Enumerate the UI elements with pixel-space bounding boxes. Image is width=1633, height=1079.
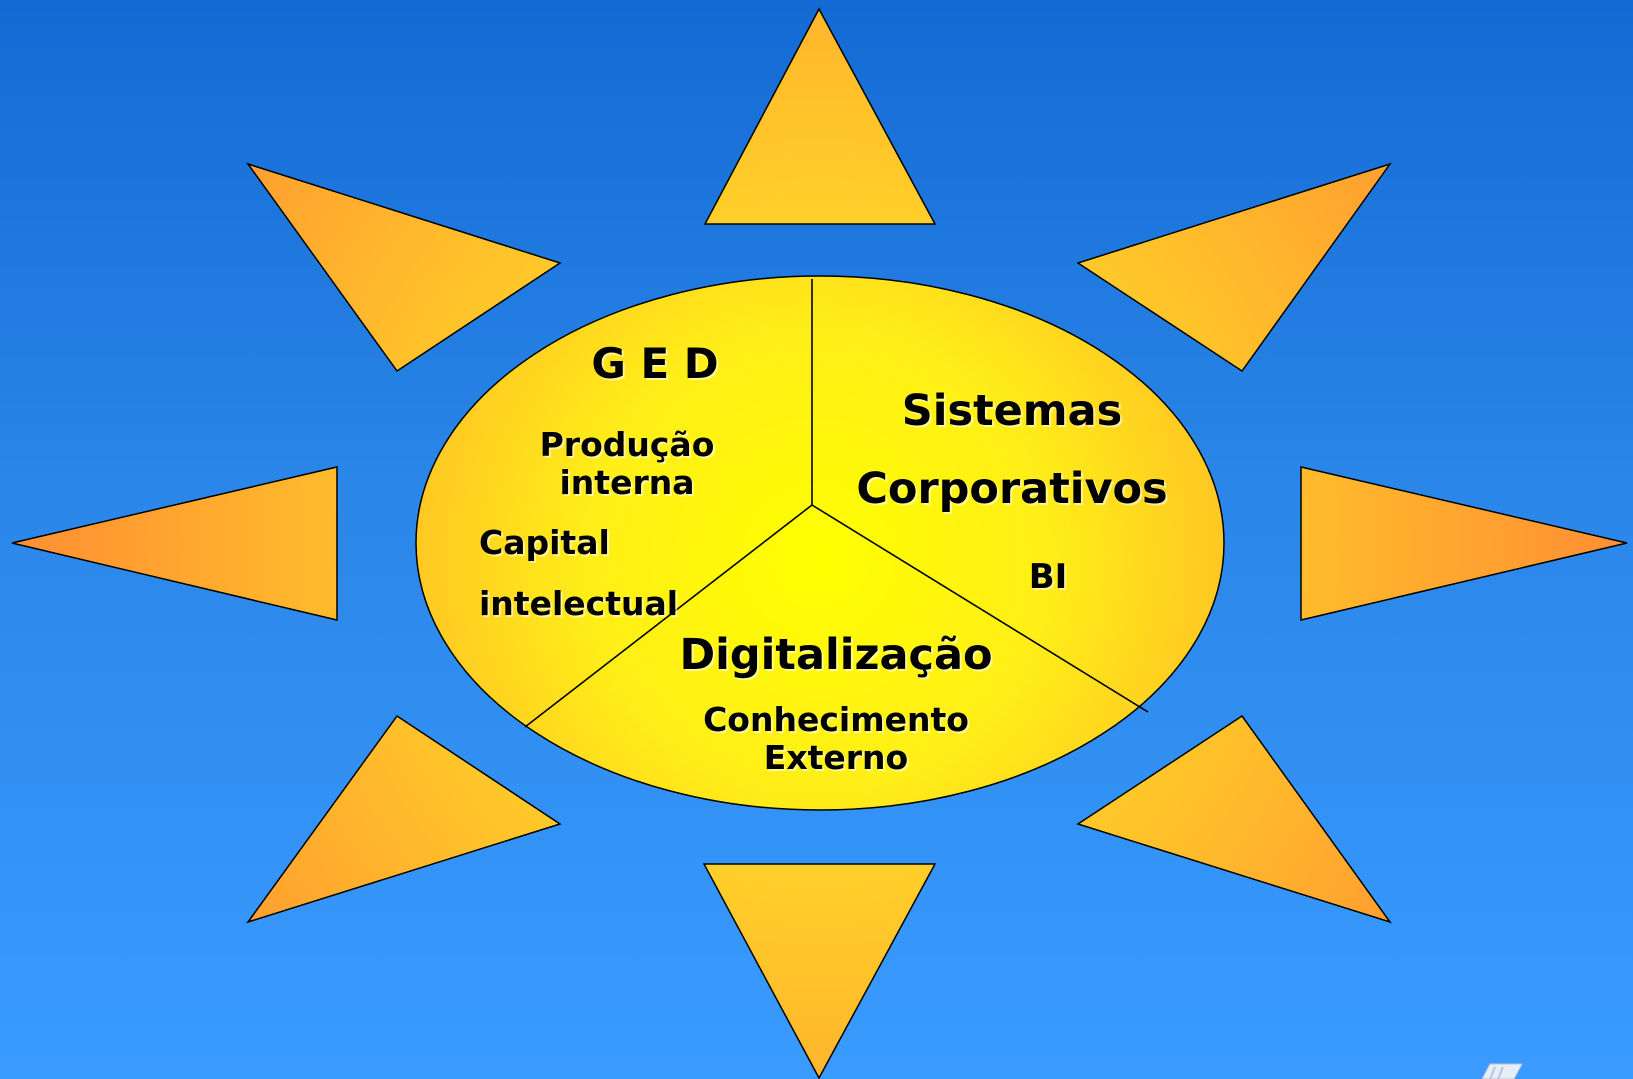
- ged-line-interna: interna: [560, 463, 695, 502]
- ray-bottom: [702, 863, 937, 1079]
- ray-top-left: [246, 162, 562, 373]
- ray-right: [1300, 466, 1628, 621]
- svg-text:intelectual: intelectual: [481, 586, 680, 625]
- page-corner-icon: [1481, 1063, 1523, 1079]
- svg-text:interna: interna: [562, 465, 697, 504]
- svg-text:BI: BI: [1031, 559, 1070, 599]
- conhecimento-line: Conhecimento: [703, 700, 969, 739]
- ged-title: G E D: [591, 339, 718, 388]
- ray-top: [703, 7, 937, 225]
- svg-text:Digitalização: Digitalização: [681, 632, 994, 682]
- svg-text:Capital: Capital: [481, 525, 612, 564]
- digitalizacao-title: Digitalização: [679, 630, 992, 680]
- svg-text:G E D: G E D: [593, 341, 720, 390]
- divider-left: [524, 504, 813, 728]
- sistemas-title: Sistemas: [902, 386, 1122, 436]
- svg-text:Conhecimento: Conhecimento: [705, 702, 971, 741]
- ray-left: [11, 466, 338, 621]
- ged-line-intelectual: intelectual: [479, 584, 678, 623]
- ray-top-right: [1076, 162, 1392, 373]
- ray-bottom-right: [1076, 714, 1392, 924]
- svg-text:Produção: Produção: [542, 427, 717, 466]
- ray-bottom-left: [246, 714, 562, 924]
- sun-rays: [11, 7, 1628, 1079]
- externo-line: Externo: [764, 738, 908, 777]
- svg-text:Sistemas: Sistemas: [904, 388, 1124, 438]
- divider-right: [811, 504, 1149, 713]
- sun-center: [415, 275, 1225, 811]
- svg-text:Corporativos: Corporativos: [858, 466, 1169, 516]
- ged-line-capital: Capital: [479, 523, 610, 562]
- corporativos-title: Corporativos: [856, 464, 1167, 514]
- ged-line-producao: Produção: [540, 425, 715, 464]
- svg-text:Externo: Externo: [766, 740, 910, 779]
- segment-dividers: [524, 279, 1149, 728]
- bi-label: BI: [1029, 557, 1068, 597]
